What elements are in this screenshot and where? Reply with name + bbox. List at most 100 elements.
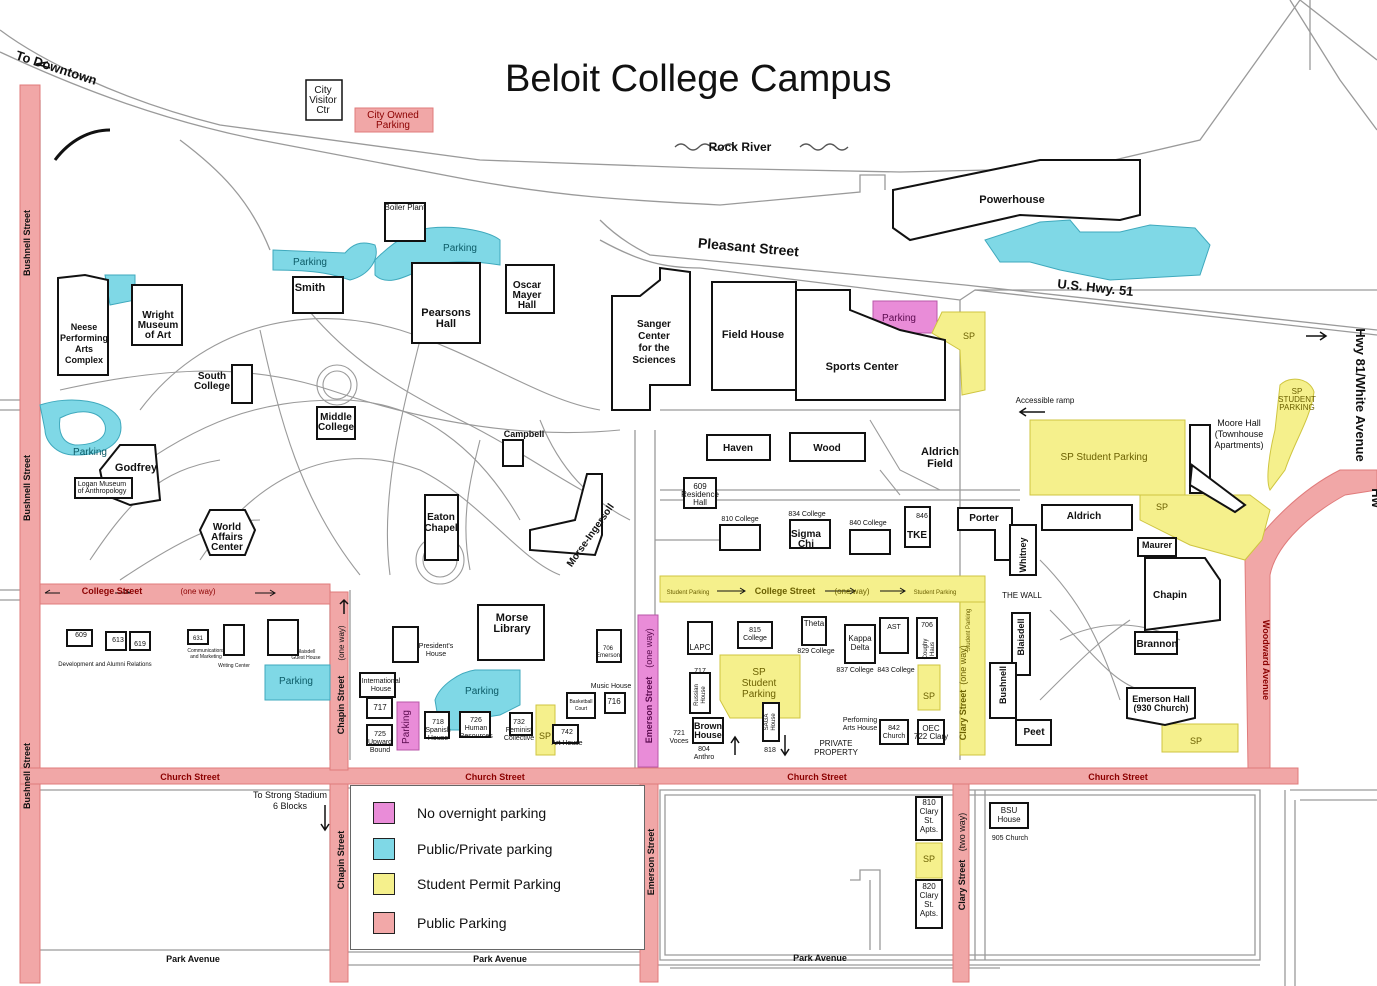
maurer-building: Maurer	[1142, 540, 1173, 550]
tke-building: TKE	[907, 530, 927, 541]
sp-label: SP	[539, 731, 551, 741]
legend-item-public-private: Public/Private parking	[373, 838, 552, 860]
lapc-building: LAPC	[690, 643, 711, 652]
rock-river-label: Rock River	[709, 140, 772, 154]
saga-house-building: SAGAHouse	[764, 713, 777, 731]
bushnell-hall-building: Bushnell	[998, 666, 1008, 704]
one-way-label: (one way)	[958, 645, 968, 685]
coughy-haus-building: CoughyHaus	[923, 639, 936, 660]
hwy-81-label: Hwy 81/White Avenue	[1353, 328, 1368, 461]
music-parking-label: Parking	[465, 686, 499, 697]
legend-swatch-pink	[373, 802, 395, 824]
church-street-label: Church Street	[160, 772, 220, 782]
number-706-label: 706	[921, 622, 933, 629]
public-streets	[19, 84, 1377, 984]
church-street-label: Church Street	[465, 772, 525, 782]
college-810-label: 810 College	[721, 516, 758, 523]
college-840-label: 840 College	[849, 520, 886, 527]
student-parking-label: Student Parking	[667, 590, 710, 596]
to-downtown-label: To Downtown	[14, 48, 99, 88]
neese-lot-island	[59, 411, 106, 446]
chapin-building: Chapin	[1153, 590, 1187, 601]
college-street-label: College Street	[755, 586, 816, 596]
the-wall-label: THE WALL	[1002, 591, 1042, 600]
clary-street-label: Clary Street	[958, 690, 968, 741]
number-717-label: 717	[694, 668, 706, 675]
hwy-label: Hw	[1369, 488, 1377, 508]
no-overnight-areas	[396, 300, 938, 768]
one-way-label: (one way)	[834, 587, 869, 596]
porter-building: Porter	[969, 513, 999, 524]
sp-label: SP	[1190, 736, 1202, 746]
two-way-label: (two way)	[957, 813, 967, 852]
powerhouse-building: Powerhouse	[979, 194, 1044, 206]
bsu-905-church-label: 905 Church	[992, 835, 1028, 842]
russian-house-building: RussianHouse	[694, 684, 707, 706]
neese-parking-label: Parking	[73, 447, 107, 458]
legend-item-student-permit: Student Permit Parking	[373, 873, 561, 895]
ast-building: AST	[887, 624, 901, 631]
field-house-building: Field House	[722, 329, 784, 341]
legend-label: Public Parking	[417, 915, 507, 931]
river-waves	[674, 143, 849, 151]
godfrey-building: Godfrey	[115, 462, 158, 474]
emerson-hall-building: Emerson Hall(930 Church)	[1132, 694, 1190, 713]
college-843-label: 843 College	[877, 667, 914, 674]
parking-label: Parking	[443, 243, 477, 254]
chapin-parking-label: Parking	[401, 710, 412, 744]
sp-label: SP	[963, 331, 975, 341]
student-parking-label: Student Parking	[966, 609, 972, 652]
college-829-label: 829 College	[797, 648, 834, 655]
music-house-716: 716	[607, 697, 621, 706]
decorative-arc	[53, 128, 111, 161]
brannon-building: Brannon	[1136, 639, 1177, 650]
theta-building: Theta	[804, 619, 825, 628]
aldrich-building: Aldrich	[1067, 511, 1101, 522]
number-619-label: 619	[134, 641, 146, 648]
college-837-label: 837 College	[836, 667, 873, 674]
title: Beloit College Campus	[505, 58, 892, 100]
bushnell-street-label: Bushnell Street	[22, 210, 32, 276]
number-613-label: 613	[112, 637, 124, 644]
one-way-label: (one way)	[644, 628, 654, 668]
park-avenue-label: Park Avenue	[166, 954, 220, 964]
legend-swatch-yellow	[373, 873, 395, 895]
writing-center-label: Writing Center	[218, 663, 250, 669]
woodward-avenue-label: Woodward Avenue	[1261, 620, 1271, 700]
chapin-street-label: Chapin Street	[336, 676, 346, 735]
blaisdell-parking-label: Parking	[279, 676, 313, 687]
number-609-label: 609	[75, 632, 87, 639]
development-alumni-label: Development and Alumni Relations	[58, 662, 151, 668]
legend-label: Student Permit Parking	[417, 876, 561, 892]
legend-label: Public/Private parking	[417, 841, 553, 857]
number-846-label: 846	[916, 513, 928, 520]
blaisdell-building: Blaisdell	[1016, 618, 1026, 655]
